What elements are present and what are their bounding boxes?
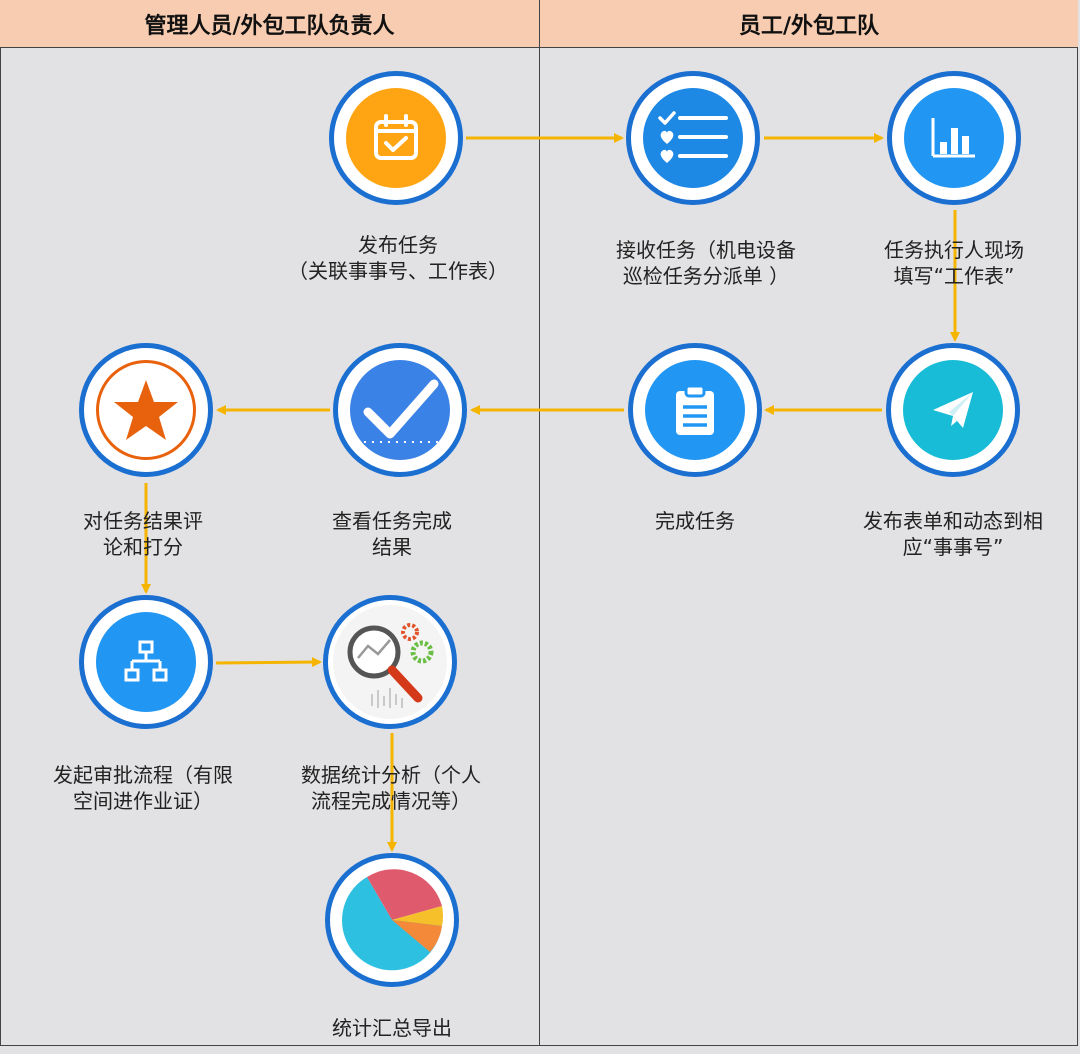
- node-approval-label: 发起审批流程（有限 空间进作业证）: [53, 763, 233, 813]
- calendar-check-icon: [346, 88, 446, 188]
- org-chart-icon: [96, 612, 196, 712]
- node-publish-form-label: 发布表单和动态到相 应“事事号”: [863, 509, 1043, 559]
- node-receive-task-label: 接收任务（机电设备 巡检任务分派单 ）: [616, 238, 796, 288]
- lane-header-managers: 管理人员/外包工队负责人: [0, 0, 540, 48]
- node-publish-form[interactable]: [886, 343, 1020, 477]
- node-complete-task[interactable]: [628, 343, 762, 477]
- node-statistics-label: 数据统计分析（个人 流程完成情况等）: [301, 763, 481, 813]
- checklist-icon: [643, 88, 743, 188]
- node-fill-worksheet[interactable]: [887, 71, 1021, 205]
- node-receive-task[interactable]: [626, 71, 760, 205]
- node-approval[interactable]: [79, 595, 213, 729]
- bar-chart-icon: [904, 88, 1004, 188]
- node-complete-task-label: 完成任务: [655, 509, 735, 533]
- node-export-label: 统计汇总导出: [332, 1016, 452, 1040]
- paper-plane-icon: [903, 360, 1003, 460]
- node-publish-task-label: 发布任务 （关联事事号、工作表）: [288, 233, 508, 283]
- pie-chart-icon: [336, 864, 448, 976]
- magnifier-analytics-icon: [333, 605, 447, 719]
- node-evaluate[interactable]: [79, 343, 213, 477]
- node-export[interactable]: [325, 853, 459, 987]
- lane-divider: [539, 48, 540, 1046]
- node-evaluate-label: 对任务结果评 论和打分: [83, 509, 203, 559]
- node-fill-worksheet-label: 任务执行人现场 填写“工作表”: [884, 238, 1024, 288]
- checkmark-icon: [350, 360, 450, 460]
- star-icon: [96, 360, 196, 460]
- node-statistics[interactable]: [323, 595, 457, 729]
- clipboard-icon: [645, 360, 745, 460]
- arrow-approval-to-statistics: [215, 657, 322, 668]
- node-view-result-label: 查看任务完成 结果: [332, 509, 452, 559]
- lane-header-staff: 员工/外包工队: [540, 0, 1078, 48]
- node-view-result[interactable]: [333, 343, 467, 477]
- node-publish-task[interactable]: [329, 71, 463, 205]
